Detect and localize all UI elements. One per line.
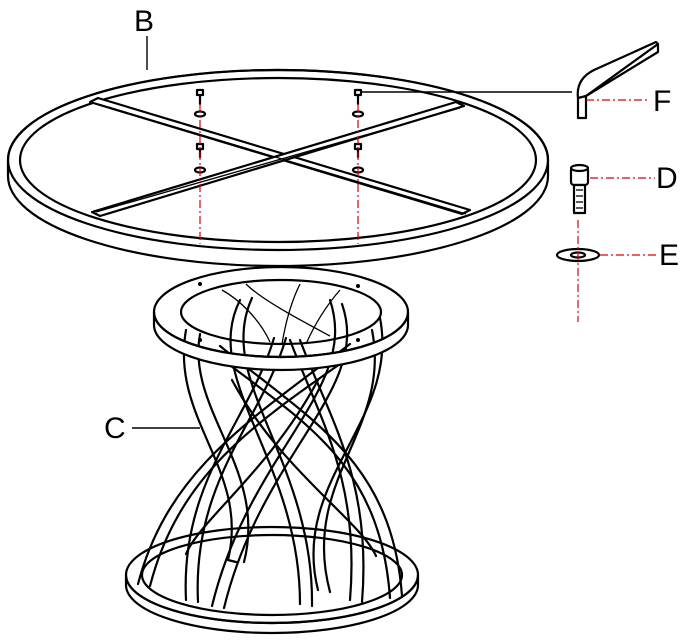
twisted-rods	[136, 296, 404, 610]
label-c-text: C	[104, 412, 126, 445]
washer: E	[555, 220, 679, 322]
inner-rods	[221, 283, 341, 345]
table-frame	[6, 68, 550, 268]
label-d-text: D	[656, 162, 678, 195]
label-b: B	[134, 5, 154, 70]
bolt: D	[569, 162, 678, 215]
label-e-text: E	[659, 239, 679, 272]
ring-holes	[198, 282, 360, 342]
label-c: C	[104, 412, 200, 445]
label-b-text: B	[134, 5, 154, 38]
cross-braces	[88, 96, 472, 218]
label-f-text: F	[653, 85, 671, 118]
table-base	[124, 265, 420, 635]
allen-key: F	[576, 40, 671, 120]
